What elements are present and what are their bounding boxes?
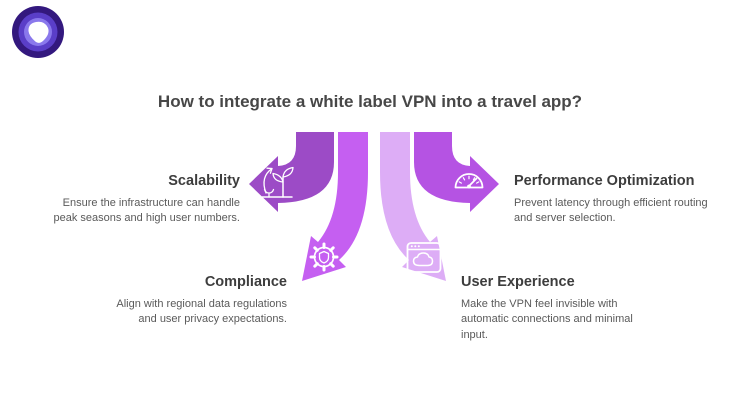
performance-description: Prevent latency through efficient routin… — [514, 196, 708, 225]
logo-core-shape — [28, 21, 49, 43]
user-experience-block: User Experience Make the VPN feel invisi… — [461, 274, 653, 343]
scalability-block: Scalability Ensure the infrastructure ca… — [50, 173, 240, 227]
scalability-description: Ensure the infrastructure can handle pea… — [53, 196, 240, 225]
vpn-brand-logo-icon — [12, 6, 64, 58]
speedometer-icon — [454, 173, 484, 189]
arrows-diagram — [244, 132, 504, 288]
user-experience-heading: User Experience — [461, 274, 575, 290]
arrow-compliance — [302, 132, 368, 281]
browser-cloud-icon — [406, 242, 442, 273]
compliance-block: Compliance Align with regional data regu… — [97, 274, 287, 328]
compliance-heading: Compliance — [204, 274, 287, 290]
user-experience-description: Make the VPN feel invisible with automat… — [461, 297, 633, 341]
growth-plant-icon — [261, 166, 294, 198]
brand-logo — [12, 6, 64, 58]
gear-shield-icon — [309, 242, 339, 272]
page-title: How to integrate a white label VPN into … — [157, 92, 583, 111]
performance-heading: Performance Optimization — [514, 173, 695, 189]
performance-block: Performance Optimization Prevent latency… — [514, 173, 714, 227]
compliance-description: Align with regional data regulations and… — [116, 297, 287, 326]
arrow-performance — [414, 132, 499, 212]
scalability-heading: Scalability — [168, 173, 240, 189]
